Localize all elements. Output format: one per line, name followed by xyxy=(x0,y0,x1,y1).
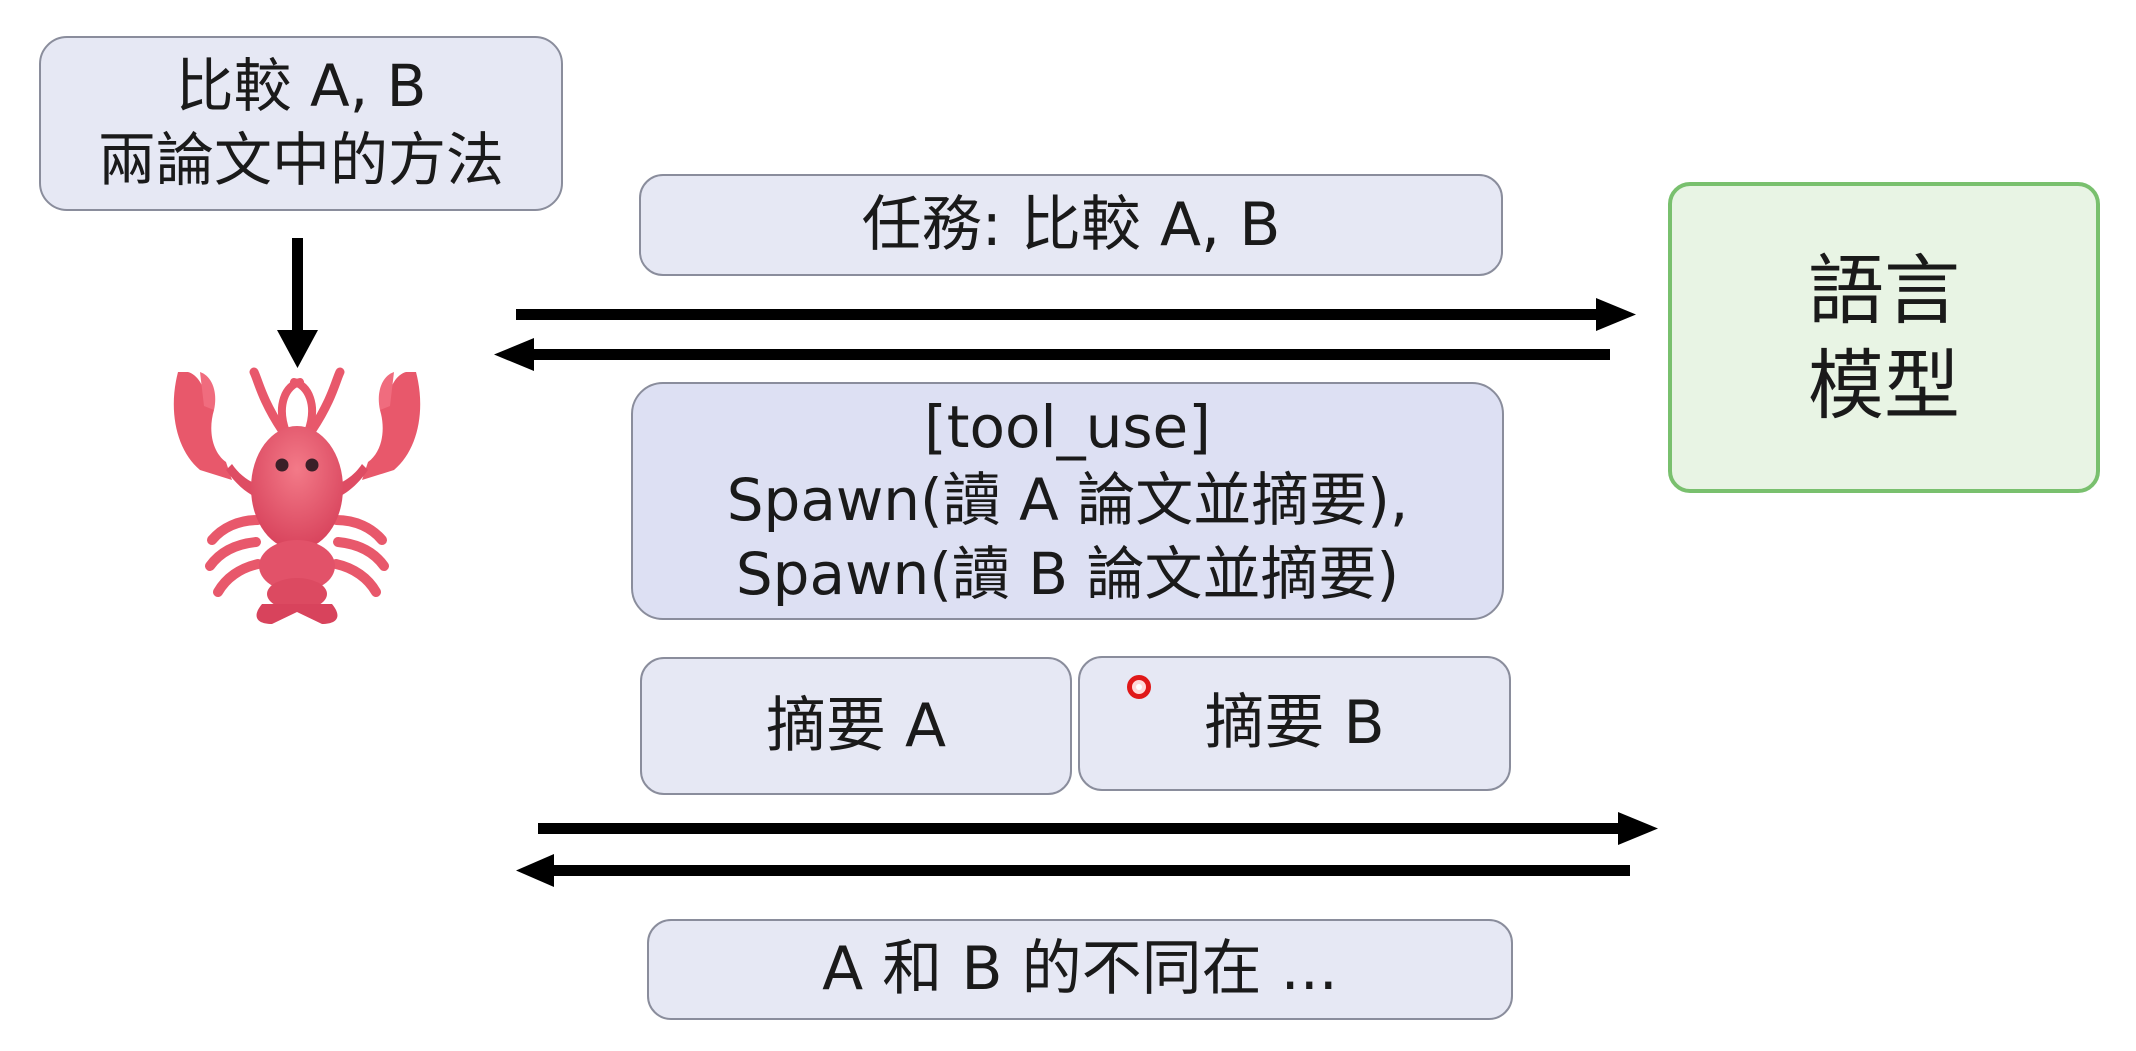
task-message-label: 任務: 比較 A, B xyxy=(861,189,1281,260)
tool-use-line-1: [tool_use] xyxy=(924,392,1211,461)
summary-b-box: 摘要 B xyxy=(1078,656,1511,791)
user-request-box: 比較 A, B 兩論文中的方法 xyxy=(39,36,563,211)
tool-use-line-2: Spawn(讀 A 論文並摘要), xyxy=(726,466,1409,535)
language-model-line-2: 模型 xyxy=(1808,340,1960,430)
return-tool-use-arrow xyxy=(494,338,1610,371)
summary-a-box: 摘要 A xyxy=(640,657,1072,795)
laser-pointer-dot xyxy=(1127,675,1151,699)
language-model-line-1: 語言 xyxy=(1808,245,1960,335)
send-task-arrow xyxy=(516,298,1636,331)
user-request-line-1: 比較 A, B xyxy=(175,51,427,120)
summary-a-label: 摘要 A xyxy=(765,690,947,761)
user-request-line-2: 兩論文中的方法 xyxy=(97,125,504,194)
request-down-arrow xyxy=(277,238,318,368)
language-model-box: 語言 模型 xyxy=(1668,182,2100,493)
tool-use-line-3: Spawn(讀 B 論文並摘要) xyxy=(735,539,1400,608)
final-answer-label: A 和 B 的不同在 ... xyxy=(822,934,1338,1005)
summary-b-label: 摘要 B xyxy=(1204,688,1385,759)
return-answer-arrow xyxy=(516,854,1630,887)
task-message-box: 任務: 比較 A, B xyxy=(639,174,1503,276)
tool-use-message-box: [tool_use] Spawn(讀 A 論文並摘要), Spawn(讀 B 論… xyxy=(631,382,1504,620)
send-summaries-arrow xyxy=(538,812,1658,845)
final-answer-box: A 和 B 的不同在 ... xyxy=(647,919,1513,1020)
